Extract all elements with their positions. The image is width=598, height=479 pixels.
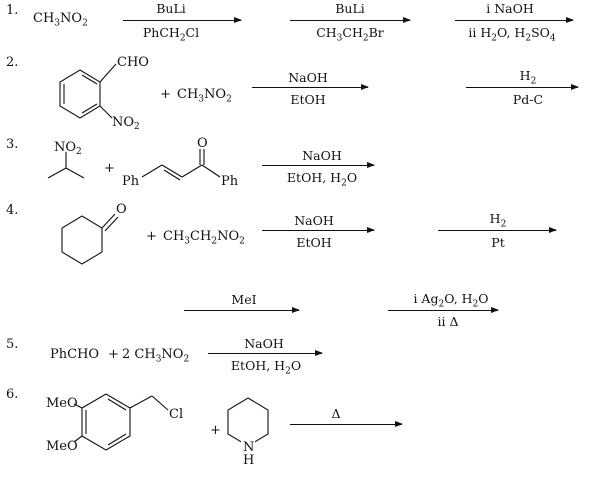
reaction-2-reagent: CH3NO2 xyxy=(177,87,232,105)
reaction-4-reagent: CH3CH2NO2 xyxy=(163,229,245,247)
reaction-4-arrow-4 xyxy=(388,307,499,313)
reaction-2-nitrobenzaldehyde-structure: CHO NO2 xyxy=(59,55,149,132)
reaction-5-step-1-below: EtOH, H2O xyxy=(230,358,302,377)
carbonyl-o-label: O xyxy=(197,136,208,151)
reaction-2-arrow-1 xyxy=(252,84,369,90)
reaction-4-cyclohexanone-structure: O xyxy=(61,202,127,265)
reaction-6-step-1-above: Δ xyxy=(331,406,341,421)
reaction-2-plus: + xyxy=(160,87,171,102)
piperidine-ring xyxy=(227,397,269,447)
reaction-2-step-2-above: H2 xyxy=(519,68,537,87)
reaction-6-dimethoxybenzyl-chloride-structure: MeO MeO Cl xyxy=(46,393,183,454)
reaction-1-step-1-above: BuLi xyxy=(156,1,186,16)
cho-label: CHO xyxy=(117,55,149,70)
reaction-4-step-2-below: Pt xyxy=(491,235,505,250)
reaction-3-step-1-above: NaOH xyxy=(302,148,342,163)
reaction-5-plus: + xyxy=(108,347,119,362)
reaction-4-number: 4. xyxy=(6,203,19,218)
reaction-4-step-4-above: i Ag2O, H2O xyxy=(413,291,489,310)
reaction-1-step-3-below: ii H2O, H2SO4 xyxy=(468,25,556,44)
ph-right-label: Ph xyxy=(221,174,239,189)
reaction-4-step-1-below: EtOH xyxy=(296,235,332,250)
reaction-2-number: 2. xyxy=(6,55,19,70)
reaction-3-chalcone-structure: Ph O Ph xyxy=(122,136,239,189)
reaction-1-arrow-2 xyxy=(290,17,411,23)
nitrogen-label: N xyxy=(243,440,254,455)
no2-label: NO2 xyxy=(112,115,140,132)
reaction-1-step-3-above: i NaOH xyxy=(486,1,534,16)
cyclohexane-ring xyxy=(61,215,103,265)
reaction-6-plus: + xyxy=(210,423,221,438)
reaction-1-arrow-1 xyxy=(123,17,242,23)
reaction-5-step-1-above: NaOH xyxy=(244,336,284,351)
reaction-1-reactant: CH3NO2 xyxy=(33,11,88,29)
reaction-2-arrow-2 xyxy=(466,84,579,90)
ph-left-label: Ph xyxy=(122,174,140,189)
reaction-2-step-2-below: Pd-C xyxy=(512,92,544,107)
reaction-6-number: 6. xyxy=(6,387,19,402)
reaction-2-step-1-below: EtOH xyxy=(290,92,326,107)
reaction-5-reactant: PhCHO xyxy=(50,347,100,362)
reaction-4-step-3-above: MeI xyxy=(231,292,257,307)
reaction-1-step-2-below: CH3CH2Br xyxy=(316,25,384,44)
reaction-6-piperidine-structure: N H xyxy=(227,397,269,468)
reaction-1-arrow-3 xyxy=(455,17,574,23)
reaction-1-number: 1. xyxy=(6,3,19,18)
reaction-4-arrow-1 xyxy=(262,227,375,233)
benzene-ring xyxy=(81,393,131,451)
reaction-6-arrow-1 xyxy=(290,421,403,427)
chloro-label: Cl xyxy=(169,407,183,422)
reaction-4-step-4-below: ii Δ xyxy=(437,314,459,329)
methoxy-top-label: MeO xyxy=(46,396,78,411)
reaction-3-plus: + xyxy=(104,161,115,176)
methoxy-bottom-label: MeO xyxy=(46,439,78,454)
reaction-1-step-1-below: PhCH2Cl xyxy=(142,25,200,44)
reaction-3-arrow-1 xyxy=(262,162,375,168)
reaction-5-number: 5. xyxy=(6,337,19,352)
reaction-2-step-1-above: NaOH xyxy=(288,70,328,85)
reaction-4-plus: + xyxy=(146,229,157,244)
reaction-4-step-2-above: H2 xyxy=(489,211,507,230)
no2-label: NO2 xyxy=(54,140,82,157)
reaction-3-step-1-below: EtOH, H2O xyxy=(286,170,358,189)
reaction-4-step-1-above: NaOH xyxy=(294,213,334,228)
carbonyl-o-label: O xyxy=(116,202,127,217)
reaction-4-arrow-2 xyxy=(438,227,557,233)
reaction-3-number: 3. xyxy=(6,137,19,152)
hydrogen-label: H xyxy=(243,453,254,468)
reaction-4-arrow-3 xyxy=(184,307,300,313)
benzene-ring xyxy=(59,69,101,119)
reaction-5-reagent: 2 CH3NO2 xyxy=(122,347,190,365)
reaction-3-2-nitropropane-structure: NO2 xyxy=(47,140,85,179)
reaction-5-arrow-1 xyxy=(208,350,323,356)
reaction-1-step-2-above: BuLi xyxy=(335,1,365,16)
